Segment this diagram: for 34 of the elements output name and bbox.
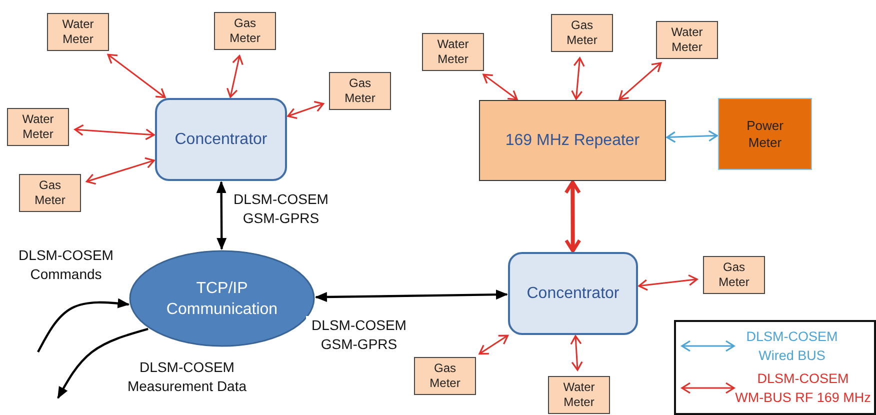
connector-arrow bbox=[482, 74, 518, 100]
connector-arrow bbox=[287, 100, 324, 120]
meter-box: Gas Meter bbox=[214, 12, 276, 50]
meter-box: Water Meter bbox=[7, 108, 69, 146]
legend-label: DLSM-COSEM Wired BUS bbox=[745, 328, 839, 365]
meter-box: Gas Meter bbox=[703, 256, 765, 294]
connector-arrow bbox=[570, 335, 583, 371]
repeater-box: 169 MHz Repeater bbox=[479, 100, 666, 181]
connector-arrow bbox=[107, 54, 166, 98]
meter-box: Water Meter bbox=[47, 13, 109, 51]
connector-arrow bbox=[618, 62, 662, 100]
concentrator-box: Concentrator bbox=[155, 98, 287, 181]
meter-box: Water Meter bbox=[656, 21, 718, 59]
connector-arrow bbox=[86, 157, 155, 185]
meter-box: Water Meter bbox=[422, 33, 484, 71]
meter-box: Gas Meter bbox=[414, 357, 476, 395]
legend-label: DLSM-COSEM WM-BUS RF 169 MHz bbox=[734, 370, 872, 407]
connector-arrow bbox=[666, 130, 718, 143]
connector-arrow bbox=[478, 334, 509, 355]
meter-box: Gas Meter bbox=[329, 72, 391, 110]
flow-arrow bbox=[57, 328, 148, 399]
connector-arrow bbox=[74, 124, 155, 140]
connector-arrow bbox=[314, 290, 508, 302]
meter-box: Water Meter bbox=[548, 376, 610, 414]
meter-box: Gas Meter bbox=[551, 14, 613, 52]
connector-arrow bbox=[226, 55, 244, 98]
flow-arrow bbox=[37, 298, 130, 353]
connector-arrow bbox=[638, 274, 698, 291]
connector-arrow bbox=[571, 57, 585, 100]
connector-arrow bbox=[216, 181, 227, 250]
concentrator-box: Concentrator bbox=[508, 252, 638, 335]
meter-box: Gas Meter bbox=[19, 174, 81, 212]
connector-arrow bbox=[564, 180, 582, 253]
power-meter-box: Power Meter bbox=[718, 98, 812, 170]
